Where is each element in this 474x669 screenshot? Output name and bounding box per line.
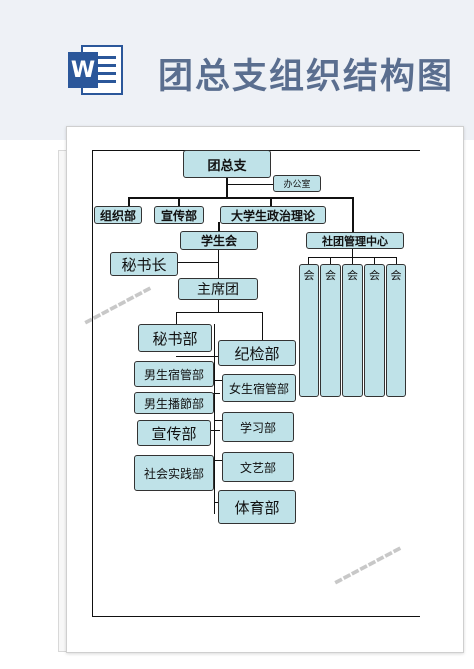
connector bbox=[176, 262, 218, 263]
club-column-3: 会 bbox=[342, 264, 363, 397]
club-column-1: 会 bbox=[299, 264, 319, 397]
org-node-club-center: 社团管理中心 bbox=[306, 232, 404, 249]
connector bbox=[270, 197, 272, 206]
org-node-right-dept-2: 女生宿管部 bbox=[222, 374, 296, 402]
frame-left-line bbox=[92, 150, 93, 617]
connector bbox=[176, 312, 262, 313]
connector bbox=[352, 257, 353, 264]
org-node-right-dept-5: 体育部 bbox=[218, 490, 296, 524]
word-document-icon: W bbox=[68, 45, 123, 95]
connector bbox=[396, 257, 397, 264]
connector bbox=[352, 197, 354, 232]
org-node-left-dept-3: 男生播節部 bbox=[134, 392, 214, 414]
connector bbox=[218, 250, 219, 278]
club-column-5: 会 bbox=[386, 264, 406, 397]
connector bbox=[176, 312, 177, 324]
connector bbox=[214, 380, 224, 381]
connector bbox=[218, 300, 219, 312]
connector bbox=[178, 197, 180, 206]
org-node-political-theory: 大学生政治理论 bbox=[220, 206, 326, 224]
connector bbox=[228, 184, 276, 185]
connector bbox=[308, 257, 309, 264]
connector bbox=[374, 257, 375, 264]
connector bbox=[214, 460, 224, 461]
org-node-secretary-general: 秘书长 bbox=[110, 252, 178, 276]
org-node-right-dept-4: 文艺部 bbox=[222, 452, 294, 482]
svg-text:W: W bbox=[71, 58, 95, 83]
club-column-2: 会 bbox=[320, 264, 341, 397]
connector bbox=[218, 222, 220, 231]
org-node-left-dept-2: 男生宿管部 bbox=[134, 361, 214, 387]
connector bbox=[176, 356, 220, 357]
org-node-left-dept-5: 社会实践部 bbox=[134, 455, 214, 491]
connector bbox=[352, 249, 353, 257]
org-node-organization-dept: 组织部 bbox=[94, 206, 142, 224]
org-node-left-dept-4: 宣传部 bbox=[137, 420, 211, 446]
org-node-office: 办公室 bbox=[273, 175, 321, 192]
frame-bottom-line bbox=[92, 616, 420, 617]
org-node-right-dept-3: 学习部 bbox=[222, 412, 294, 442]
org-node-presidium: 主席团 bbox=[178, 278, 258, 300]
org-node-student-union: 学生会 bbox=[180, 231, 258, 250]
connector bbox=[128, 197, 130, 206]
club-column-4: 会 bbox=[364, 264, 385, 397]
connector bbox=[262, 312, 263, 340]
org-node-top: 团总支 bbox=[183, 150, 271, 178]
connector bbox=[214, 420, 224, 421]
org-node-publicity-dept: 宣传部 bbox=[154, 206, 204, 224]
connector bbox=[128, 197, 354, 199]
org-node-right-dept-1: 纪检部 bbox=[218, 340, 296, 366]
connector bbox=[226, 178, 228, 198]
document-title: 团总支组织结构图 bbox=[158, 57, 455, 97]
connector bbox=[330, 257, 331, 264]
connector bbox=[214, 324, 215, 514]
org-node-left-dept-1: 秘书部 bbox=[138, 324, 212, 352]
